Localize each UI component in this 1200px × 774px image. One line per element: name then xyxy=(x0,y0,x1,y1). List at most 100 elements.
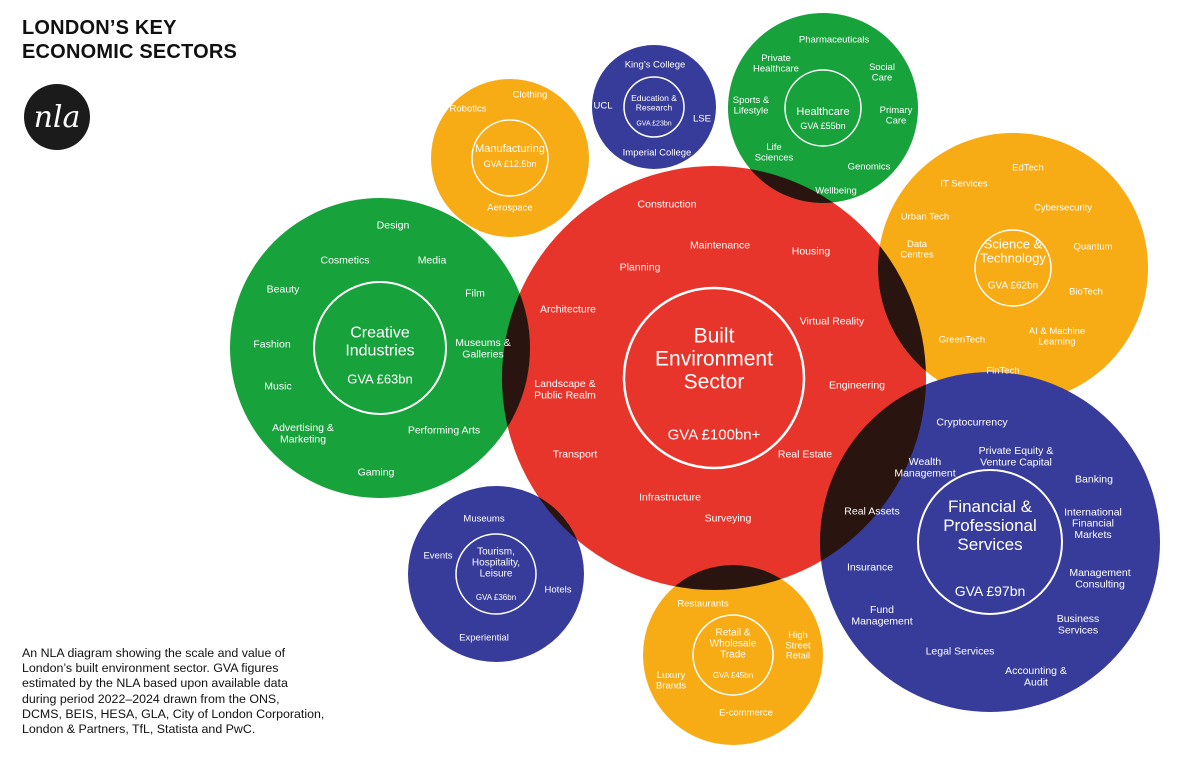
caption-line: London & Partners, TfL, Statista and PwC… xyxy=(22,722,256,737)
creative-industries-subsector-label: Film xyxy=(465,288,485,300)
built-environment-subsector-label: Construction xyxy=(638,199,697,211)
built-environment-subsector-label: Landscape &Public Realm xyxy=(534,378,596,401)
healthcare-inner-ring xyxy=(784,69,862,147)
tourism-hospitality-gva: GVA £36bn xyxy=(476,593,516,602)
creative-industries-gva: GVA £63bn xyxy=(347,372,413,387)
creative-industries-subsector-label: Gaming xyxy=(358,467,395,479)
creative-industries-subsector-label: Cosmetics xyxy=(320,255,369,267)
built-environment-subsector-label: Maintenance xyxy=(690,240,750,252)
page-title: LONDON’S KEY ECONOMIC SECTORS xyxy=(22,16,237,64)
financial-professional-overlap xyxy=(820,372,926,590)
nla-logo: nla xyxy=(24,84,90,150)
financial-professional-gva: GVA £97bn xyxy=(955,583,1026,599)
caption-line: An NLA diagram showing the scale and val… xyxy=(22,646,286,660)
tourism-hospitality-subsector-label: Museums xyxy=(463,513,504,524)
education-research-subsector-label: UCL xyxy=(593,100,612,111)
financial-professional-subsector-label: Cryptocurrency xyxy=(936,417,1008,429)
caption-line: DCMS, BEIS, HESA, GLA, City of London Co… xyxy=(22,706,325,721)
creative-industries-subsector-label: Beauty xyxy=(267,284,300,296)
science-technology-subsector-label: Quantum xyxy=(1073,241,1112,252)
creative-industries-circle xyxy=(230,198,530,498)
built-environment-subsector-label: Virtual Reality xyxy=(800,316,865,328)
diagram-caption: An NLA diagram showing the scale and val… xyxy=(22,646,332,737)
manufacturing-circle xyxy=(431,79,589,237)
healthcare-subsector-label: Sports &Lifestyle xyxy=(733,95,770,116)
healthcare-gva: GVA £55bn xyxy=(800,121,845,131)
science-technology-subsector-label: Cybersecurity xyxy=(1034,202,1092,213)
science-technology-name: Science &Technology xyxy=(980,237,1046,266)
tourism-hospitality-inner-ring xyxy=(455,533,537,615)
science-technology-subsector-label: IT Services xyxy=(940,178,988,189)
built-environment-subsector-label: Transport xyxy=(553,449,598,461)
manufacturing-subsector-label: Aerospace xyxy=(487,202,532,213)
creative-industries-subsector-label: Music xyxy=(264,381,291,393)
education-research-gva: GVA £23bn xyxy=(636,121,671,128)
financial-professional-inner-ring xyxy=(917,469,1063,615)
creative-industries-subsector-label: Design xyxy=(377,220,410,232)
science-technology-subsector-label: BioTech xyxy=(1069,286,1103,297)
healthcare-circle xyxy=(728,13,918,203)
healthcare-subsector-label: Wellbeing xyxy=(815,185,857,196)
education-research-circle xyxy=(592,45,716,169)
creative-industries-subsector-label: Advertising &Marketing xyxy=(272,422,334,445)
education-research-subsector-label: Imperial College xyxy=(623,147,692,158)
caption-line: during period 2022–2024 drawn from the O… xyxy=(22,691,280,706)
financial-professional-subsector-label: Real Assets xyxy=(844,506,899,518)
science-technology-subsector-label: FinTech xyxy=(986,365,1019,376)
tourism-hospitality-name: Tourism,Hospitality,Leisure xyxy=(472,547,520,580)
science-technology-inner-ring xyxy=(974,229,1052,307)
page-title-line-2: ECONOMIC SECTORS xyxy=(22,41,238,63)
page-title-line-1: LONDON’S KEY xyxy=(22,17,177,39)
tourism-hospitality-subsector-label: Events xyxy=(423,550,452,561)
education-research-subsector-label: King’s College xyxy=(625,59,686,70)
manufacturing-gva: GVA £12.5bn xyxy=(484,159,537,169)
healthcare-name: Healthcare xyxy=(796,106,849,118)
education-research-name: Education &Research xyxy=(631,93,677,113)
education-research-subsector-label: LSE xyxy=(693,113,711,124)
retail-wholesale-subsector-label: E-commerce xyxy=(719,707,773,718)
tourism-hospitality-subsector-label: Experiential xyxy=(459,632,509,643)
financial-professional-subsector-label: Banking xyxy=(1075,474,1113,486)
built-environment-subsector-label: Engineering xyxy=(829,380,885,392)
retail-wholesale-inner-ring xyxy=(692,614,774,696)
manufacturing-inner-ring xyxy=(471,119,549,197)
education-research-inner-ring xyxy=(623,76,685,138)
built-environment-subsector-label: Surveying xyxy=(705,513,752,525)
logo-text: nla xyxy=(33,99,81,135)
science-technology-circle xyxy=(878,133,1148,403)
creative-industries-subsector-label: Performing Arts xyxy=(408,425,480,437)
built-environment-subsector-label: Real Estate xyxy=(778,449,832,461)
science-technology-subsector-label: Urban Tech xyxy=(901,211,949,222)
financial-professional-subsector-label: Accounting &Audit xyxy=(1005,665,1067,688)
science-technology-subsector-label: EdTech xyxy=(1012,162,1044,173)
science-technology-gva: GVA £62bn xyxy=(988,281,1038,292)
built-environment-gva: GVA £100bn+ xyxy=(668,426,761,443)
healthcare-subsector-label: Genomics xyxy=(848,161,891,172)
manufacturing-subsector-label: Clothing xyxy=(513,89,548,100)
creative-industries-subsector-label: Fashion xyxy=(253,339,291,351)
built-environment-subsector-label: Planning xyxy=(620,262,661,274)
